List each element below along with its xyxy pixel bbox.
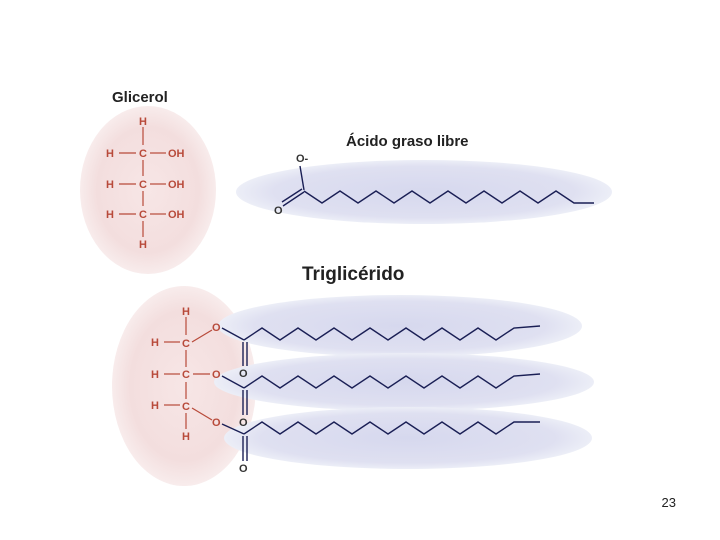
tg-carbonyl-o-3: O bbox=[239, 463, 248, 475]
page-number: 23 bbox=[661, 495, 676, 510]
glycerol-oh-2: OH bbox=[168, 179, 185, 191]
glycerol-c-2: C bbox=[139, 179, 147, 191]
tg-h-top: H bbox=[182, 306, 190, 318]
tg-carbonyl-o-1: O bbox=[239, 368, 248, 380]
triglyceride-glycerol-bubble bbox=[112, 286, 256, 486]
fatty-acid-bubble bbox=[236, 160, 612, 224]
fatty-acid-bonds bbox=[281, 165, 594, 207]
glycerol-h-bottom: H bbox=[139, 239, 147, 251]
glycerol-h-left-1: H bbox=[106, 148, 114, 160]
glycerol-c-1: C bbox=[139, 148, 147, 160]
tg-ester-o-1: O bbox=[212, 322, 221, 334]
glycerol-bubble bbox=[80, 106, 216, 274]
tg-c-2: C bbox=[182, 369, 190, 381]
glycerol-oh-3: OH bbox=[168, 209, 185, 221]
tg-c-1: C bbox=[182, 338, 190, 350]
glycerol-structure bbox=[119, 127, 166, 237]
fatty-acid-chain bbox=[303, 190, 594, 204]
tg-h-left-1: H bbox=[151, 337, 159, 349]
tg-chain-3 bbox=[243, 421, 540, 435]
tg-h-bottom: H bbox=[182, 431, 190, 443]
triglyceride-backbone bbox=[164, 317, 213, 429]
glycerol-oh-1: OH bbox=[168, 148, 185, 160]
triglyceride-title: Triglicérido bbox=[302, 264, 404, 285]
tg-chain-2-bonds bbox=[221, 373, 541, 415]
tg-c-3: C bbox=[182, 401, 190, 413]
fatty-acid-title: Ácido graso libre bbox=[346, 133, 469, 150]
triglyceride-chain-bubble-2 bbox=[214, 353, 594, 411]
triglyceride-chain-bubble-3 bbox=[224, 407, 592, 469]
glycerol-title: Glicerol bbox=[112, 89, 168, 106]
tg-carbonyl-o-2: O bbox=[239, 417, 248, 429]
tg-chain-3-bonds bbox=[221, 421, 540, 461]
fatty-acid-o-double: O bbox=[274, 205, 283, 217]
glycerol-c-3: C bbox=[139, 209, 147, 221]
tg-h-left-2: H bbox=[151, 369, 159, 381]
tg-chain-1 bbox=[243, 325, 541, 341]
tg-chain-1-bonds bbox=[221, 325, 541, 366]
tg-ester-o-2: O bbox=[212, 369, 221, 381]
tg-h-left-3: H bbox=[151, 400, 159, 412]
fatty-acid-o-minus: O- bbox=[296, 153, 309, 165]
tg-ester-o-3: O bbox=[212, 417, 221, 429]
tg-chain-2 bbox=[243, 373, 541, 389]
glycerol-h-left-3: H bbox=[106, 209, 114, 221]
glycerol-h-top: H bbox=[139, 116, 147, 128]
triglyceride-chain-bubble-1 bbox=[218, 295, 582, 357]
glycerol-h-left-2: H bbox=[106, 179, 114, 191]
